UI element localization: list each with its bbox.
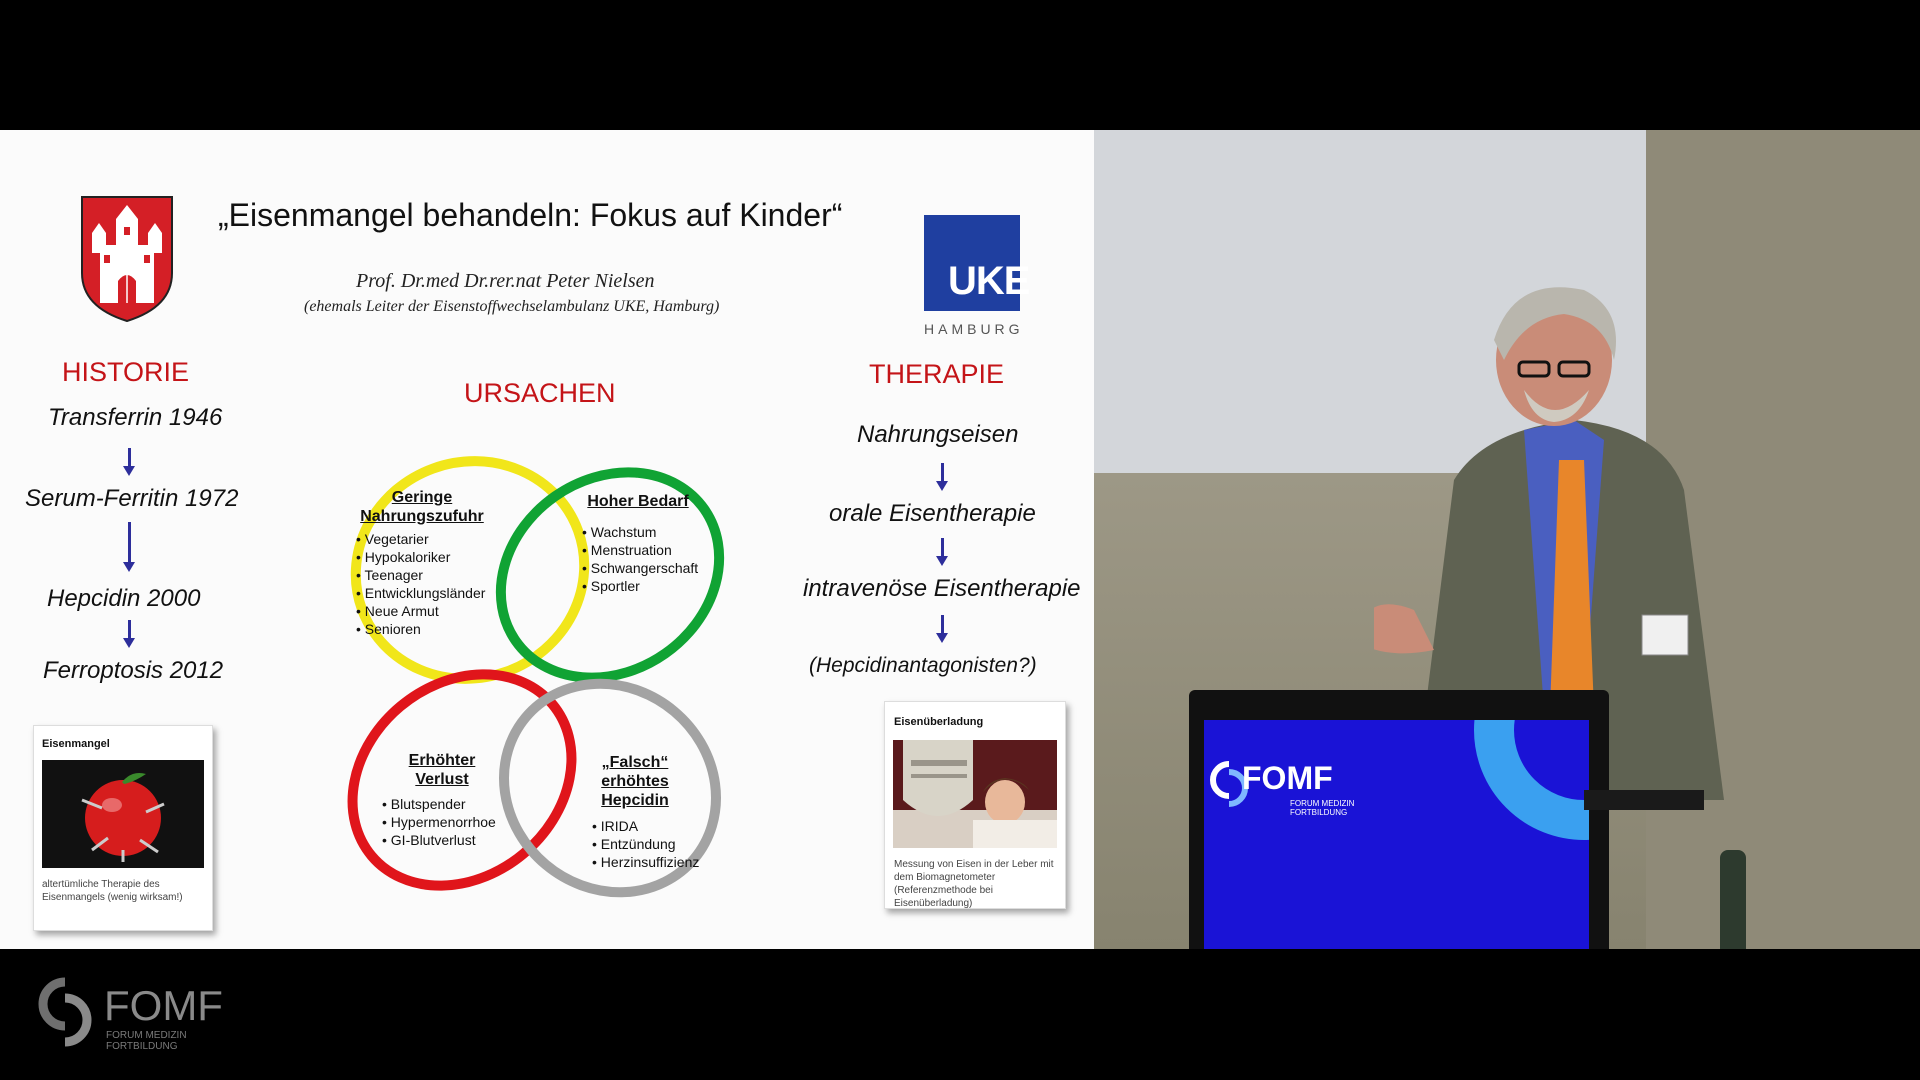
biomagnetometer-image: [893, 740, 1057, 848]
podium-fomf-subtitle-line: FORTBILDUNG: [1290, 808, 1348, 817]
card-title: Eisenmangel: [42, 738, 110, 750]
venn-title: „Falsch“ erhöhtes Hepcidin: [601, 754, 669, 809]
venn-list-item: Blutspender: [382, 795, 496, 813]
slide-title: „Eisenmangel behandeln: Fokus auf Kinder…: [218, 197, 843, 233]
card-caption: altertümliche Therapie des Eisenmangels …: [42, 879, 183, 903]
uke-logo: UKE: [924, 215, 1030, 311]
therapie-item: intravenöse Eisentherapie: [803, 575, 1081, 602]
speaker-hand: [1374, 604, 1434, 654]
historie-item: Transferrin 1946: [48, 404, 223, 431]
venn-list-item: Hypokaloriker: [356, 548, 485, 566]
biomagnetometer-photo-icon: [893, 740, 1057, 848]
podium-fomf-subtitle: FORUM MEDIZIN FORTBILDUNG: [1290, 799, 1354, 817]
venn-list-item: Entwicklungsländer: [356, 584, 486, 602]
venn-list-item: GI-Blutverlust: [382, 831, 496, 849]
speaker-hair: [1494, 287, 1616, 360]
arrow-down-icon: [123, 522, 135, 572]
slide-affiliation: (ehemals Leiter der Eisenstoffwechselamb…: [304, 298, 720, 315]
circle-erhoehter-verlust: [347, 669, 577, 891]
uke-logo-subtext: HAMBURG: [924, 321, 1024, 337]
therapie-item: (Hepcidinantagonisten?): [809, 654, 1037, 677]
fomf-watermark-subtitle: FORUM MEDIZIN FORTBILDUNG: [106, 1030, 187, 1052]
podium-fomf-name: FOMF: [1242, 760, 1333, 796]
venn-list-item: Schwangerschaft: [582, 559, 698, 577]
presentation-slide: „Eisenmangel behandeln: Fokus auf Kinder…: [0, 130, 1094, 949]
arrow-down-icon: [123, 448, 135, 476]
apple-nails-image: [42, 760, 204, 868]
eisenueberladung-card: Eisenüberladung Messung von Eisen in der…: [884, 701, 1066, 909]
venn-list: Blutspender Hypermenorrhoe GI-Blutverlus…: [382, 795, 496, 849]
name-badge: [1641, 614, 1689, 656]
slide-author: Prof. Dr.med Dr.rer.nat Peter Nielsen: [356, 270, 655, 292]
card-title: Eisenüberladung: [894, 716, 984, 728]
fomf-watermark-name: FOMF: [104, 982, 223, 1029]
historie-heading: HISTORIE: [62, 357, 190, 387]
venn-list: Vegetarier Hypokaloriker Teenager Entwic…: [356, 530, 486, 638]
venn-list-item: Herzinsuffizienz: [592, 853, 700, 871]
wall-panel: [1646, 130, 1920, 949]
therapie-item: Nahrungseisen: [857, 421, 1019, 448]
venn-list-item: Menstruation: [582, 541, 698, 559]
fomf-logo-icon: [1210, 761, 1248, 807]
fomf-watermark-icon: [38, 977, 92, 1047]
circle-hoher-bedarf: [495, 467, 725, 683]
fomf-watermark-subtitle-line: FORTBILDUNG: [106, 1041, 178, 1052]
venn-list-item: Vegetarier: [356, 530, 485, 548]
venn-list-item: Hypermenorrhoe: [382, 813, 496, 831]
arrow-down-icon: [123, 620, 135, 648]
venn-list-item: Sportler: [582, 577, 698, 595]
venn-list-item: Neue Armut: [356, 602, 485, 620]
podium-screen: FOMF FORUM MEDIZIN FORTBILDUNG: [1204, 720, 1589, 949]
venn-list: IRIDA Entzündung Herzinsuffizienz: [592, 817, 700, 871]
podium-shelf: [1584, 790, 1704, 810]
fomf-watermark: FOMF FORUM MEDIZIN FORTBILDUNG: [36, 976, 223, 1053]
eisenmangel-card: Eisenmangel altertümliche Therapie des E…: [33, 725, 213, 931]
historie-item: Serum-Ferritin 1972: [25, 485, 239, 512]
apple-icon: [81, 773, 165, 862]
speaker-beard: [1524, 390, 1589, 422]
historie-item: Hepcidin 2000: [47, 585, 201, 612]
venn-title: Hoher Bedarf: [587, 493, 689, 510]
therapie-heading: THERAPIE: [869, 359, 1005, 389]
venn-list-item: IRIDA: [592, 817, 699, 835]
arrow-down-icon: [936, 538, 948, 566]
speaker-video: FOMF FORUM MEDIZIN FORTBILDUNG: [1094, 130, 1920, 949]
uke-logo-text: UKE: [948, 259, 1030, 303]
podium-fomf-subtitle-line: FORUM MEDIZIN: [1290, 799, 1355, 808]
venn-list-item: Entzündung: [592, 835, 699, 853]
venn-list-item: Senioren: [356, 620, 485, 638]
therapie-item: orale Eisentherapie: [829, 500, 1036, 527]
venn-title: Geringe Nahrungszufuhr: [360, 489, 484, 525]
hamburg-coat-of-arms-icon: [81, 196, 173, 323]
arrow-down-icon: [936, 615, 948, 643]
venn-list-item: Wachstum: [582, 523, 698, 541]
arrow-down-icon: [936, 463, 948, 491]
fomf-watermark-subtitle-line: FORUM MEDIZIN: [106, 1030, 187, 1041]
venn-list-item: Teenager: [356, 566, 485, 584]
historie-item: Ferroptosis 2012: [43, 657, 224, 684]
water-bottle: [1720, 850, 1746, 949]
speaker-tie: [1550, 460, 1594, 730]
venn-title: Erhöhter Verlust: [408, 752, 476, 788]
card-caption: Messung von Eisen in der Leber mit dem B…: [894, 859, 1054, 909]
ursachen-heading: URSACHEN: [464, 378, 616, 408]
podium-arc-decoration: [1474, 720, 1589, 840]
podium: FOMF FORUM MEDIZIN FORTBILDUNG: [1189, 690, 1609, 949]
venn-list: Wachstum Menstruation Schwangerschaft Sp…: [582, 523, 698, 595]
